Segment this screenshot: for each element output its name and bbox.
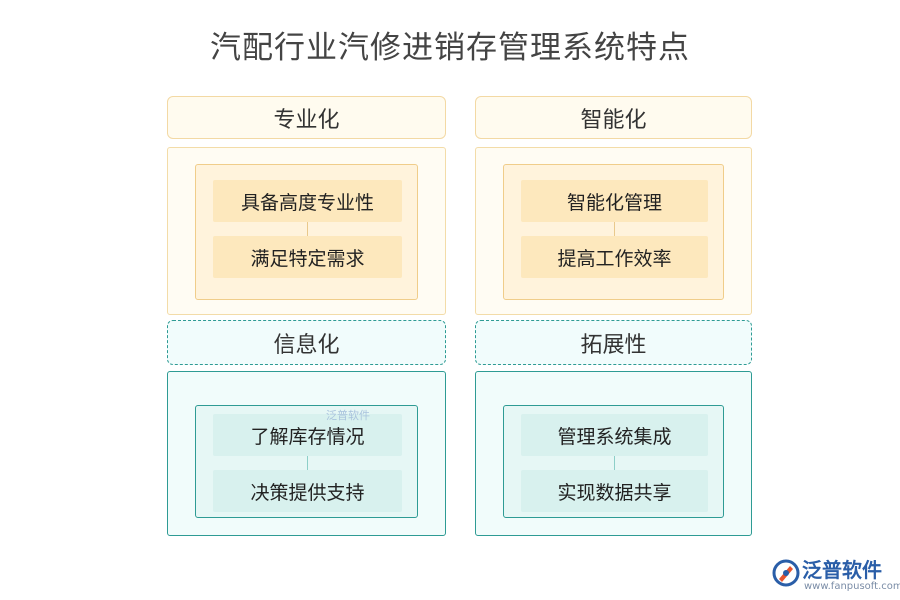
section-panel-informatization: 了解库存情况 决策提供支持 [167, 371, 446, 536]
section-panel-professional: 具备高度专业性 满足特定需求 [167, 147, 446, 315]
brand-logo: 泛普软件 www.fanpusoft.com [768, 553, 900, 597]
feature-item: 管理系统集成 [521, 414, 708, 456]
connector-line [614, 222, 615, 236]
section-panel-intelligent: 智能化管理 提高工作效率 [475, 147, 752, 315]
feature-item: 了解库存情况 [213, 414, 402, 456]
section-header-informatization: 信息化 [167, 320, 446, 365]
item-group: 管理系统集成 实现数据共享 [503, 405, 724, 518]
brand-icon [772, 559, 800, 587]
feature-item: 具备高度专业性 [213, 180, 402, 222]
item-group: 智能化管理 提高工作效率 [503, 164, 724, 300]
item-group: 具备高度专业性 满足特定需求 [195, 164, 418, 300]
brand-url: www.fanpusoft.com [804, 581, 900, 592]
brand-name: 泛普软件 [802, 558, 882, 582]
watermark-text: 泛普软件 [326, 409, 370, 422]
feature-item: 智能化管理 [521, 180, 708, 222]
diagram-title: 汽配行业汽修进销存管理系统特点 [210, 30, 690, 66]
feature-item: 决策提供支持 [213, 470, 402, 512]
item-group: 了解库存情况 决策提供支持 [195, 405, 418, 518]
connector-line [614, 456, 615, 470]
watermark: 泛普软件 [326, 407, 370, 423]
section-panel-extensibility: 管理系统集成 实现数据共享 [475, 371, 752, 536]
connector-line [307, 456, 308, 470]
feature-item: 实现数据共享 [521, 470, 708, 512]
section-header-extensibility: 拓展性 [475, 320, 752, 365]
feature-item: 满足特定需求 [213, 236, 402, 278]
connector-line [307, 222, 308, 236]
section-header-professional: 专业化 [167, 96, 446, 139]
section-header-intelligent: 智能化 [475, 96, 752, 139]
feature-item: 提高工作效率 [521, 236, 708, 278]
